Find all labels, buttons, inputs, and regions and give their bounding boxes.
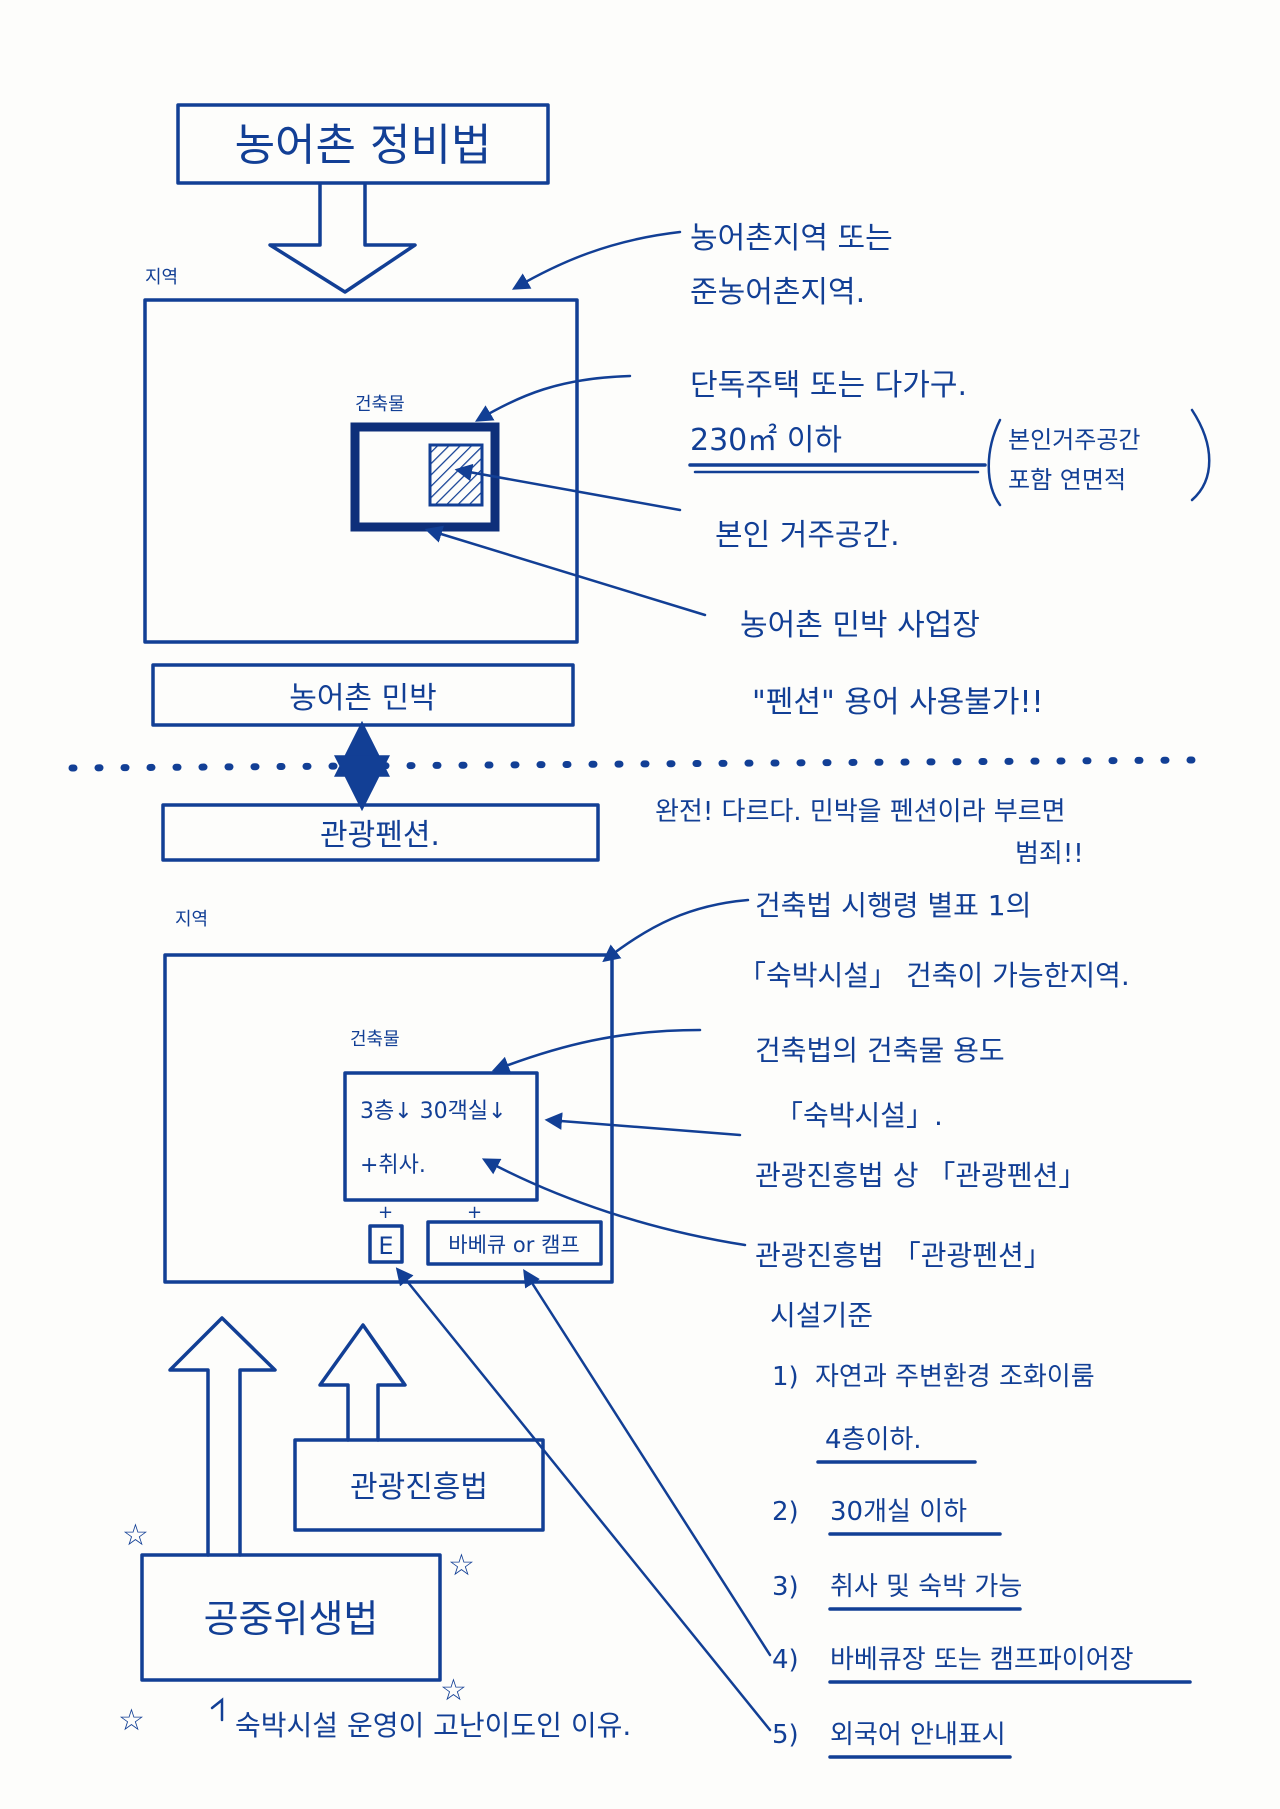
note-use-2: 「숙박시설」.	[775, 1099, 943, 1132]
paren-left	[987, 418, 1002, 507]
footnote-hook	[210, 1697, 224, 1722]
region-label-bottom: 지역	[175, 909, 208, 930]
note-region-b2: 「숙박시설」 건축이 가능한지역.	[738, 959, 1130, 992]
note-living: 본인 거주공간.	[715, 518, 900, 553]
arrow-use-3	[544, 1112, 742, 1137]
building-label-top: 건축물	[355, 394, 405, 415]
building-box-bottom	[343, 1071, 539, 1202]
building-spec-2: +취사.	[360, 1153, 426, 1178]
plus-sign-2: +	[467, 1202, 482, 1223]
arrow-region-top	[511, 230, 682, 290]
arrow-building-top	[474, 374, 632, 422]
arrow-bbq	[523, 1269, 772, 1657]
middle-note-1: 완전! 다르다. 민박을 펜션이라 부르면	[655, 797, 1066, 827]
note-paren-2: 포함 연면적	[1008, 466, 1126, 494]
note-criteria-2: 시설기준	[770, 1299, 873, 1332]
criteria-num-1: 1)	[772, 1362, 799, 1392]
e-box-label: E	[378, 1232, 393, 1260]
law-title-rural: 농어촌 정비법	[235, 120, 492, 171]
arrow-biz	[424, 525, 707, 617]
star-icon-4: ☆	[118, 1703, 145, 1738]
note-region-1: 농어촌지역 또는	[690, 221, 893, 256]
arrow-criteria	[481, 1158, 747, 1247]
criteria-text-1b: 4층이하.	[825, 1425, 922, 1455]
tourist-pension-label: 관광펜션.	[320, 818, 440, 853]
star-icon-3: ☆	[440, 1673, 467, 1708]
region-box-top	[143, 298, 579, 644]
criteria-text-5: 외국어 안내표시	[830, 1720, 1006, 1750]
star-icon-2: ☆	[448, 1548, 475, 1583]
plus-sign-1: +	[378, 1202, 393, 1223]
note-use-3: 관광진흥법 상 「관광펜션」	[755, 1159, 1086, 1192]
bbq-box	[426, 1220, 603, 1266]
criteria-num-3: 3)	[772, 1572, 799, 1602]
up-arrow-hygiene-icon	[168, 1316, 277, 1557]
note-building-2: 230㎡ 이하	[690, 423, 842, 458]
dotted-divider	[68, 756, 1199, 772]
note-region-b1: 건축법 시행령 별표 1의	[755, 889, 1031, 922]
law-title-tourism: 관광진흥법	[350, 1470, 488, 1505]
criteria-text-1: 자연과 주변환경 조화이룸	[815, 1362, 1095, 1392]
note-region-2: 준농어촌지역.	[690, 275, 865, 310]
note-biz-2: "펜션" 용어 사용불가!!	[752, 685, 1044, 720]
criteria-list: 1) 자연과 주변환경 조화이룸 4층이하. 2) 30개실 이하 3) 취사 …	[772, 1362, 1192, 1759]
law-title-hygiene: 공중위생법	[204, 1597, 379, 1641]
star-icon-1: ☆	[122, 1518, 149, 1553]
arrow-use	[491, 1028, 702, 1074]
criteria-text-3: 취사 및 숙박 가능	[830, 1572, 1022, 1602]
footnote-text: 숙박시설 운영이 고난이도인 이유.	[235, 1709, 631, 1742]
note-building-1: 단독주택 또는 다가구.	[690, 368, 967, 403]
bbq-box-label: 바베큐 or 캠프	[448, 1233, 579, 1257]
arrow-living	[454, 463, 682, 512]
arrow-region-bottom	[602, 898, 750, 963]
e-box	[368, 1224, 404, 1264]
region-box-bottom	[163, 953, 614, 1284]
building-label-bottom: 건축물	[350, 1029, 400, 1050]
up-arrow-tourism-icon	[318, 1323, 407, 1442]
rural-lodging-label: 농어촌 민박	[289, 681, 437, 716]
note-biz-1: 농어촌 민박 사업장	[740, 608, 980, 643]
note-criteria-1: 관광진흥법 「관광펜션」	[755, 1239, 1052, 1272]
tourist-pension-bar	[161, 803, 600, 862]
law-box-tourism	[293, 1438, 545, 1532]
criteria-num-4: 4)	[772, 1645, 799, 1675]
arrow-e	[395, 1267, 772, 1732]
middle-note-2: 범죄!!	[1015, 839, 1084, 869]
region-label-top: 지역	[145, 267, 178, 288]
note-paren-1: 본인거주공간	[1008, 426, 1140, 454]
living-space-box	[428, 443, 484, 507]
criteria-num-2: 2)	[772, 1497, 799, 1527]
building-spec-1: 3층↓ 30객실↓	[360, 1099, 507, 1124]
down-arrow-icon	[268, 183, 417, 294]
criteria-num-5: 5)	[772, 1720, 799, 1750]
paren-right	[1190, 408, 1211, 502]
criteria-text-4: 바베큐장 또는 캠프파이어장	[830, 1645, 1134, 1675]
criteria-text-2: 30개실 이하	[830, 1497, 967, 1527]
law-box-hygiene	[140, 1553, 442, 1682]
note-use-1: 건축법의 건축물 용도	[755, 1034, 1005, 1067]
law-box-rural	[176, 103, 550, 185]
